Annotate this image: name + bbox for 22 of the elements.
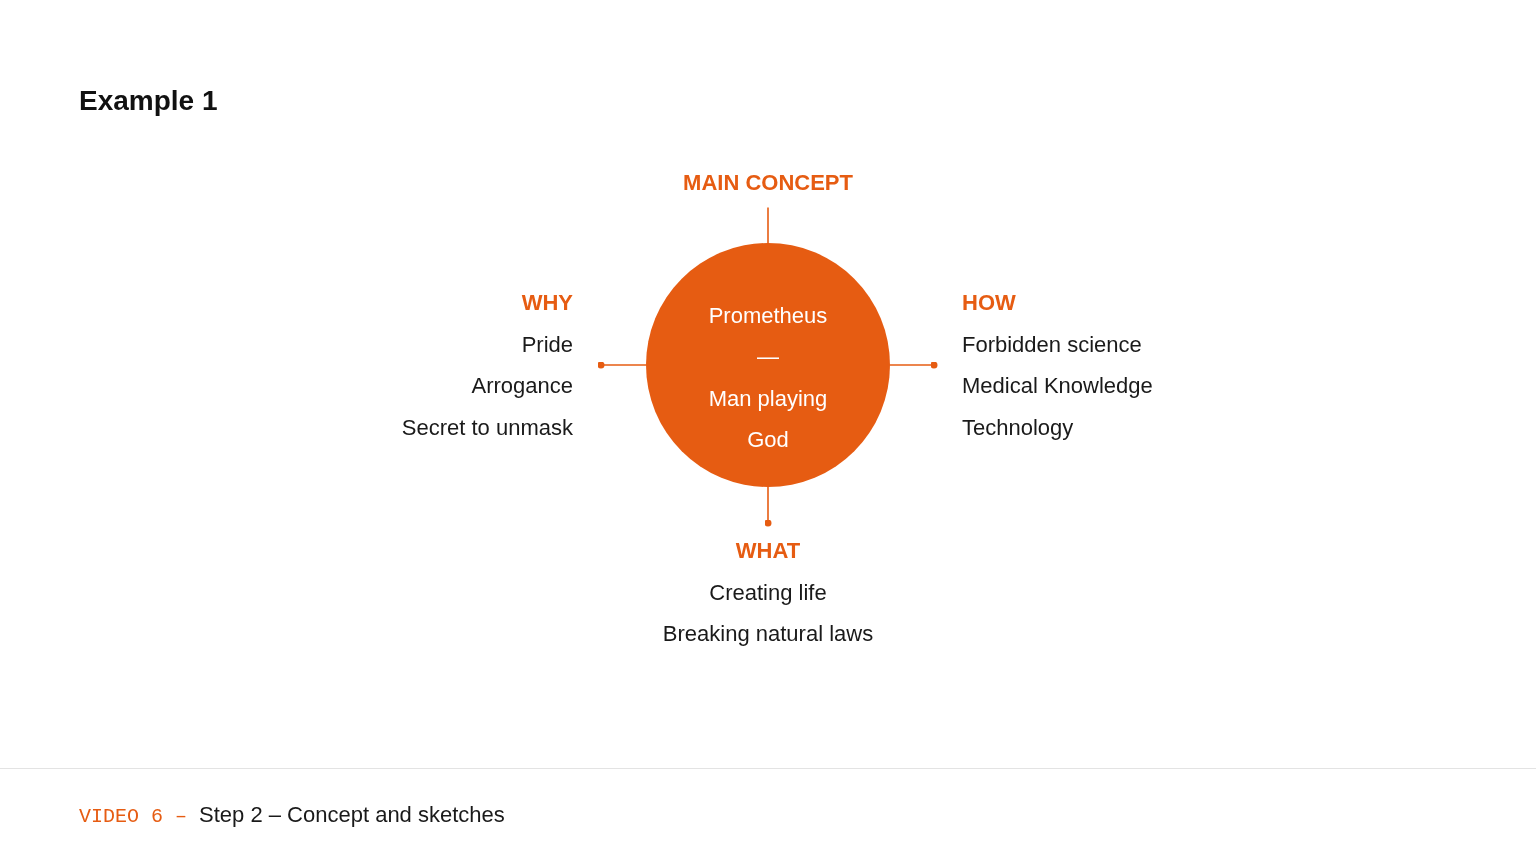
connector-line <box>764 486 772 527</box>
concept-text: — <box>757 343 779 371</box>
slide-title: Example 1 <box>79 84 218 118</box>
list-item: Breaking natural laws <box>662 620 874 648</box>
connector-line <box>597 361 647 369</box>
connector-line <box>767 206 769 244</box>
list-item: Medical Knowledge <box>962 372 1153 400</box>
category-heading: WHY <box>520 289 573 317</box>
category-heading: HOW <box>962 289 1017 317</box>
list-item: Creating life <box>708 578 828 607</box>
list-item: Arrogance <box>470 372 573 400</box>
category-heading: MAIN CONCEPT <box>683 169 853 197</box>
list-item: Pride <box>520 330 573 359</box>
concept-text: Man playing God <box>707 384 829 454</box>
footer-label: Step 2 – Concept and sketches <box>199 801 505 829</box>
list-item: Secret to unmask <box>401 413 573 442</box>
connector-line <box>889 361 938 369</box>
list-item: Forbidden science <box>962 330 1143 359</box>
footer-label: VIDEO 6 – <box>79 804 188 830</box>
list-item: Technology <box>962 413 1075 442</box>
concept-text: Prometheus <box>708 301 828 330</box>
category-heading: WHAT <box>734 537 802 565</box>
